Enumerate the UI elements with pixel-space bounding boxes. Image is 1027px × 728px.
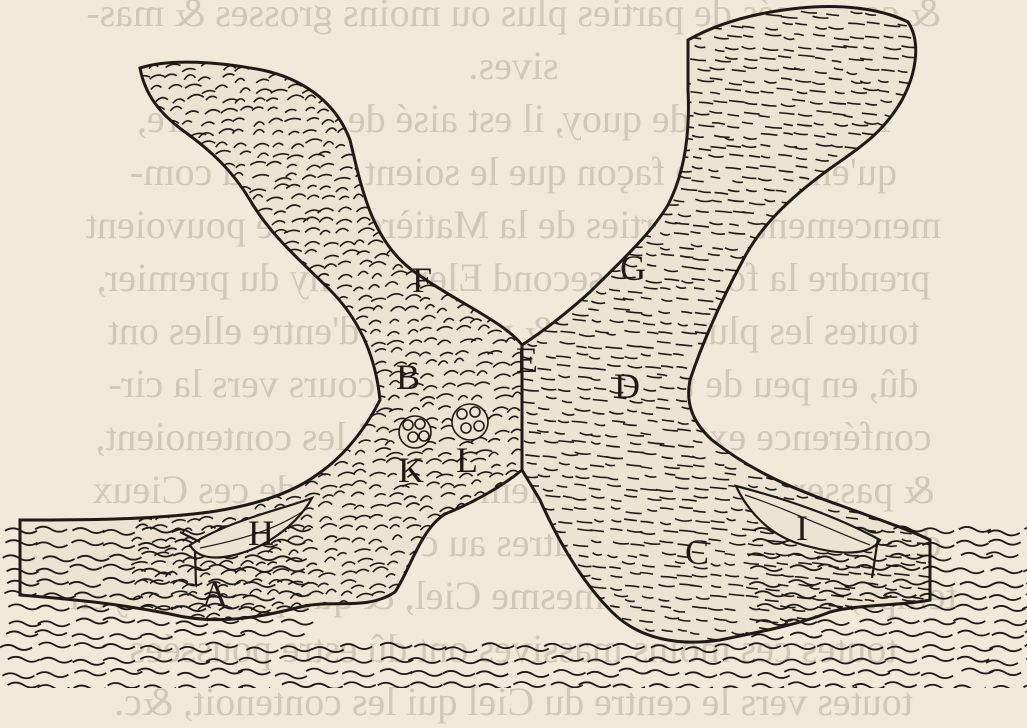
label-l: L (456, 440, 478, 480)
label-e: E (516, 340, 538, 380)
label-b: B (396, 357, 420, 397)
label-f: F (412, 260, 432, 300)
label-a: A (202, 574, 228, 614)
label-g: G (620, 248, 646, 288)
label-d: D (614, 366, 640, 406)
label-k: K (398, 450, 424, 490)
flow-right (520, 0, 953, 656)
cluster-k (399, 416, 431, 448)
label-h: H (248, 513, 274, 553)
cluster-l (452, 404, 488, 440)
label-c: C (685, 532, 709, 572)
woodcut-diagram: A B C D E F G H I K L (0, 0, 1027, 688)
flow-left (20, 51, 545, 622)
label-i: I (796, 508, 808, 548)
illustration-page: & composés de parties plus ou moins gros… (0, 0, 1027, 688)
